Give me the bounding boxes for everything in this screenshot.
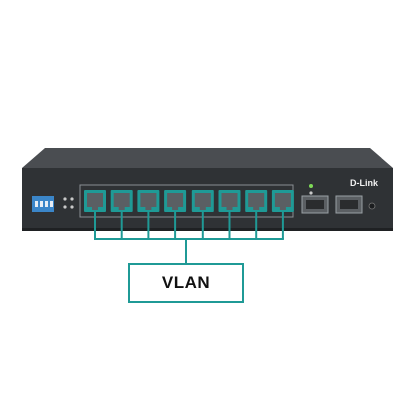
status-leds-left <box>63 197 74 209</box>
rj45-port-tab <box>92 207 98 210</box>
rj45-port-socket <box>113 193 130 207</box>
link-led <box>309 191 313 195</box>
switch-bottom-edge <box>22 228 393 231</box>
rj45-port-tab <box>279 207 286 210</box>
sfp-port-slot <box>306 200 324 209</box>
switch-top-face <box>22 148 393 168</box>
rj45-port-socket <box>221 193 238 207</box>
vlan-connector-lines <box>94 212 284 264</box>
rj45-port-socket <box>87 193 103 207</box>
power-led <box>309 184 313 188</box>
rj45-port-socket <box>167 193 184 207</box>
rj45-port-tab <box>226 207 233 210</box>
brand-logo-text: D-Link <box>350 178 378 188</box>
rj45-port-tab <box>199 207 206 210</box>
vlan-label: VLAN <box>161 273 211 292</box>
sfp-port-group <box>301 195 363 214</box>
sfp-port-slot <box>340 200 358 209</box>
rj45-port-socket <box>248 193 265 207</box>
rj45-port-tab <box>172 207 179 210</box>
rj45-port-socket <box>194 193 211 207</box>
rj45-port-socket <box>274 193 291 207</box>
rj45-port-tab <box>253 207 260 210</box>
rj45-port-group <box>84 190 294 212</box>
reset-button <box>368 202 376 210</box>
rj45-port-tab <box>145 207 152 210</box>
dip-switch-levers <box>35 201 53 207</box>
vlan-callout-box: VLAN <box>128 263 244 303</box>
rj45-port-tab <box>118 207 125 210</box>
rj45-port-socket <box>140 193 157 207</box>
